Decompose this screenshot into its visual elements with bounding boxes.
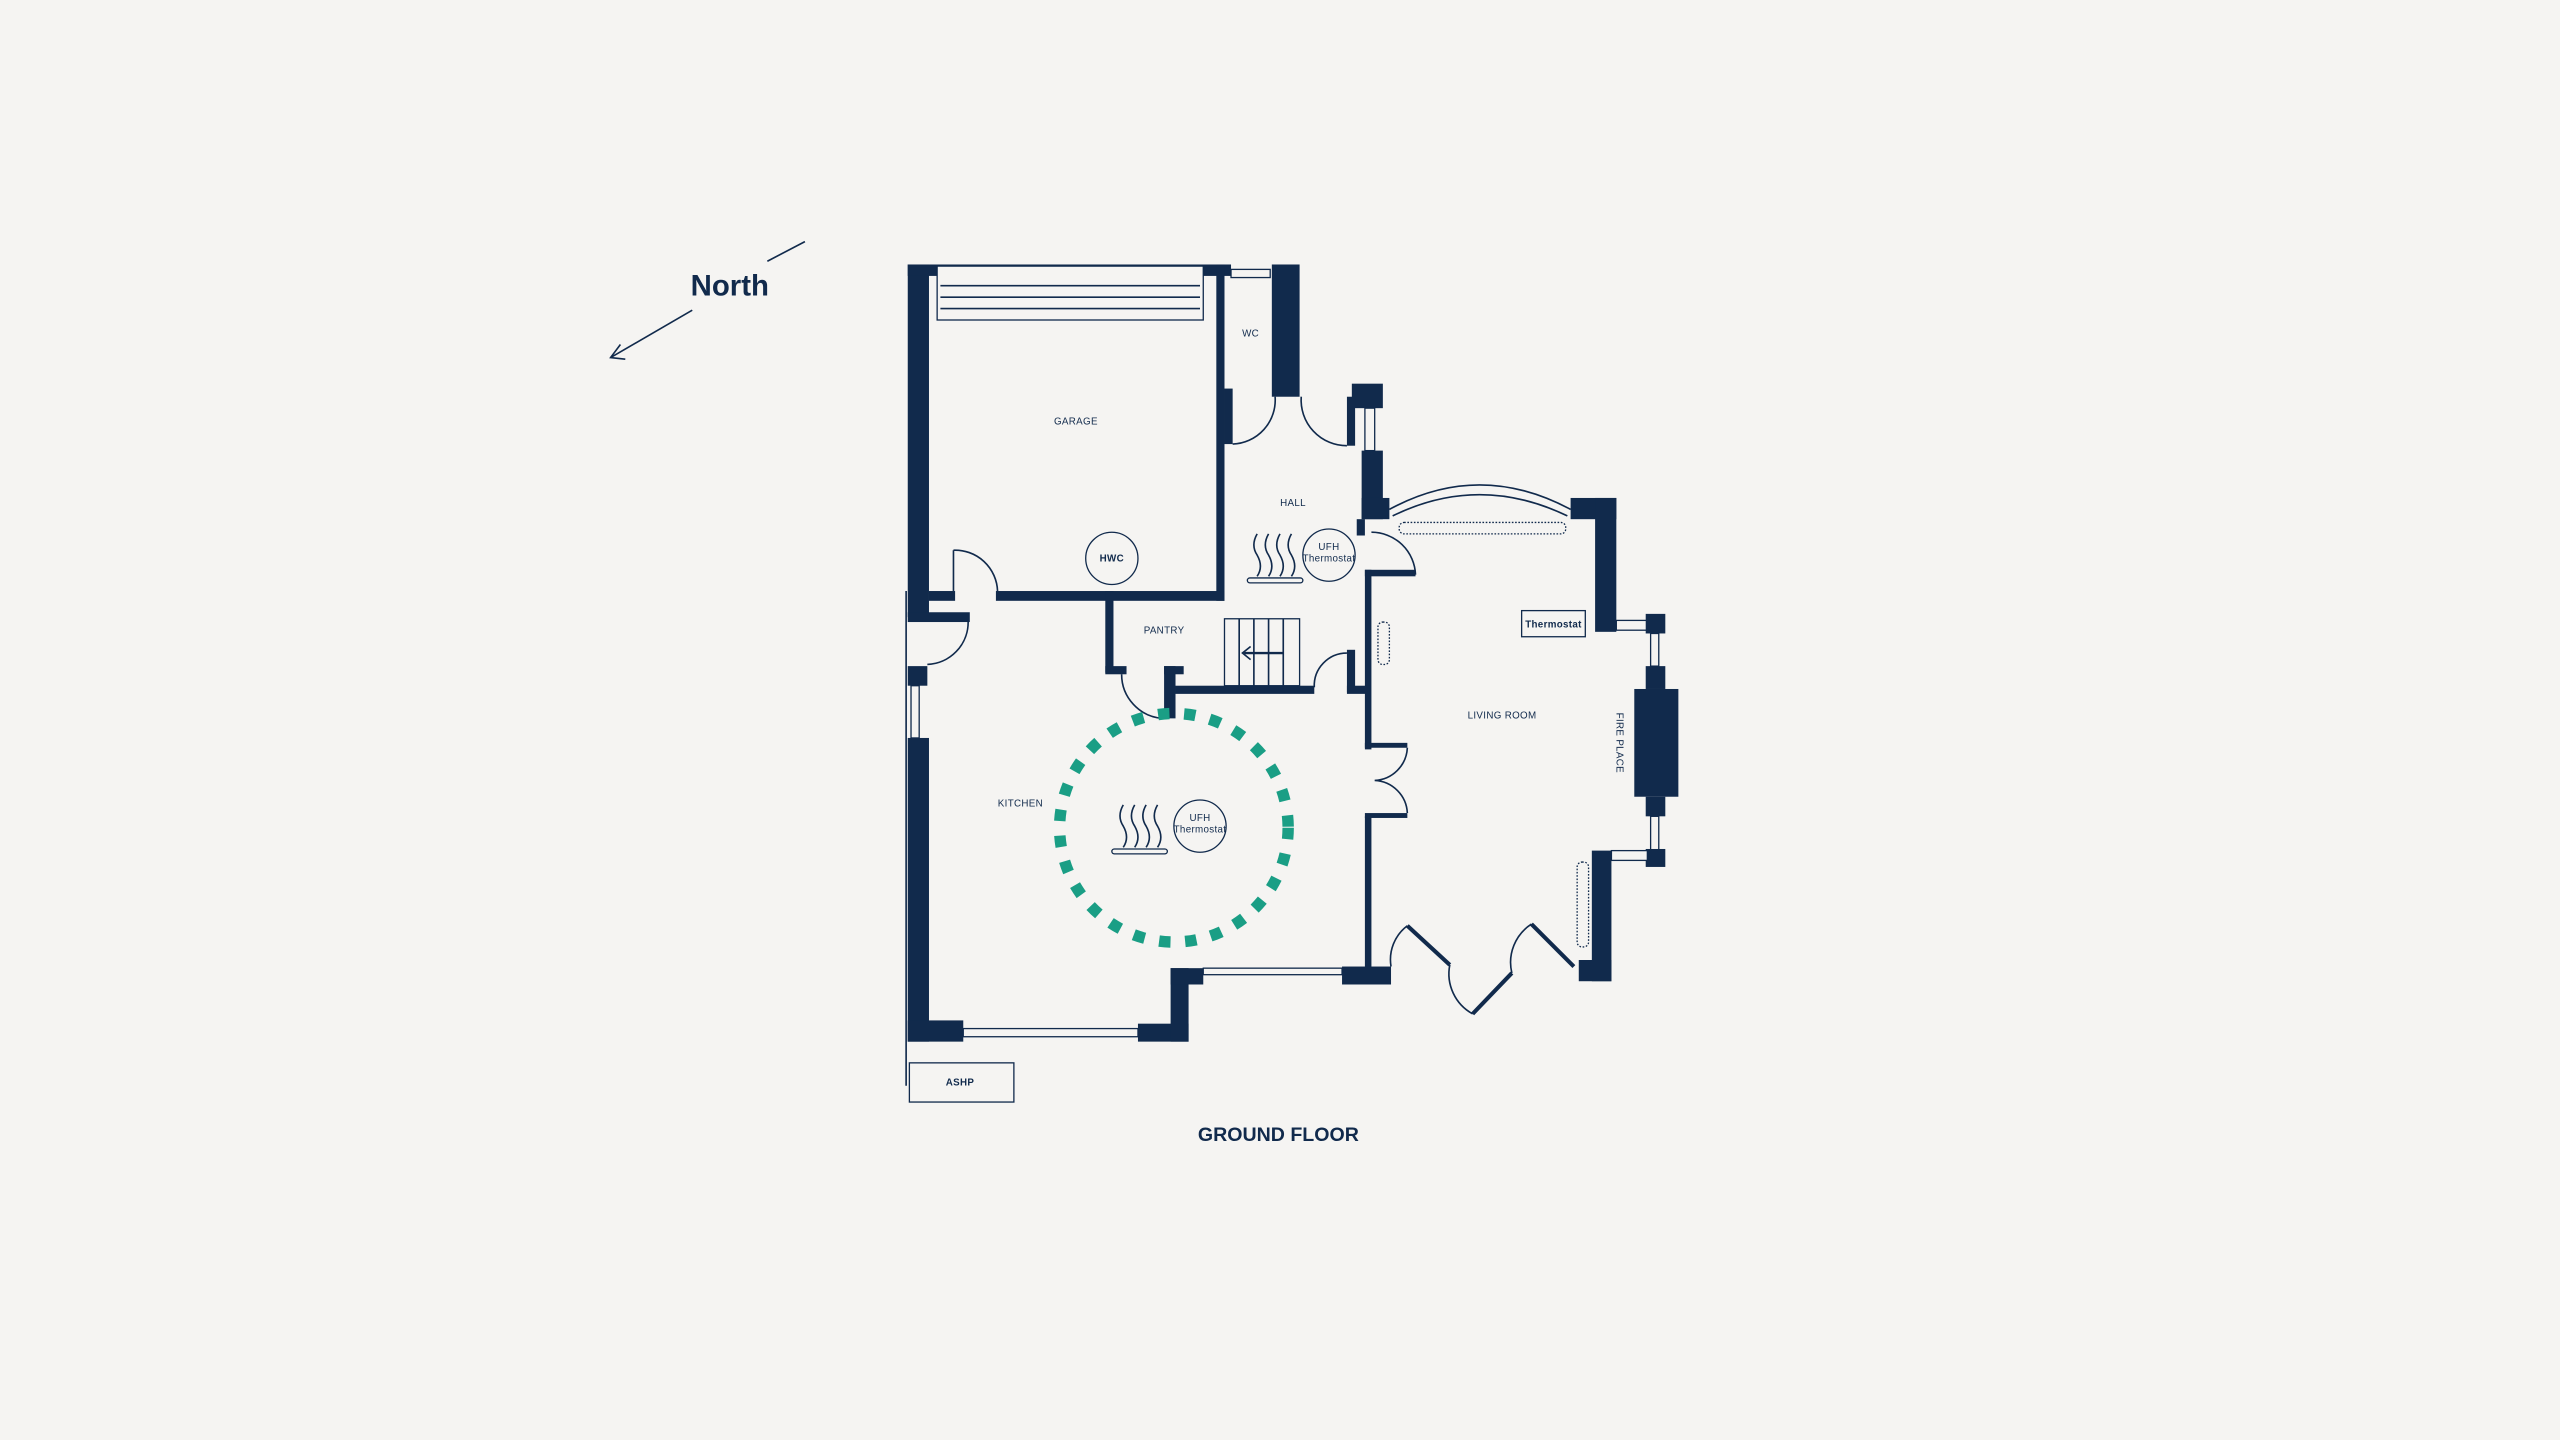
room-label-hall: HALL <box>1280 498 1306 509</box>
stairs <box>1223 618 1301 687</box>
ashp-label: ASHP <box>946 1078 975 1089</box>
room-label-pantry: PANTRY <box>1144 625 1185 636</box>
underfloor-heating-icon <box>1111 804 1168 855</box>
ufh-thermostat-line2: Thermostat <box>1303 554 1356 565</box>
north-arrow-icon <box>609 240 806 360</box>
hwc-icon <box>1085 531 1139 586</box>
ufh-thermostat-icon <box>1302 528 1356 582</box>
room-label-wc: WC <box>1242 328 1259 339</box>
room-label-living-room: LIVING ROOM <box>1468 710 1537 721</box>
garage-door <box>936 265 1204 321</box>
thermostat-box <box>1520 609 1586 638</box>
ufh-thermostat-icon <box>1173 799 1227 853</box>
bifold-doors <box>1405 922 1576 1016</box>
room-label-kitchen: KITCHEN <box>998 799 1043 810</box>
radiator-icon <box>1377 521 1590 948</box>
north-label: North <box>691 270 769 303</box>
thermostat-label: Thermostat <box>1525 620 1582 631</box>
underfloor-heating-icon <box>1246 533 1304 584</box>
room-label-fire-place: FIRE PLACE <box>1613 713 1624 773</box>
ufh-thermostat-line2: Thermostat <box>1174 825 1227 836</box>
ufh-thermostat-line1: UFH <box>1318 542 1339 553</box>
door-swings <box>927 396 1532 1015</box>
walls <box>905 264 1679 1086</box>
floor-title: GROUND FLOOR <box>1198 1124 1359 1146</box>
heating-zone-highlight <box>1053 707 1294 948</box>
ashp-box <box>908 1062 1015 1103</box>
hwc-label: HWC <box>1100 554 1124 565</box>
room-label-garage: GARAGE <box>1054 416 1098 427</box>
ufh-thermostat-line1: UFH <box>1189 813 1210 824</box>
